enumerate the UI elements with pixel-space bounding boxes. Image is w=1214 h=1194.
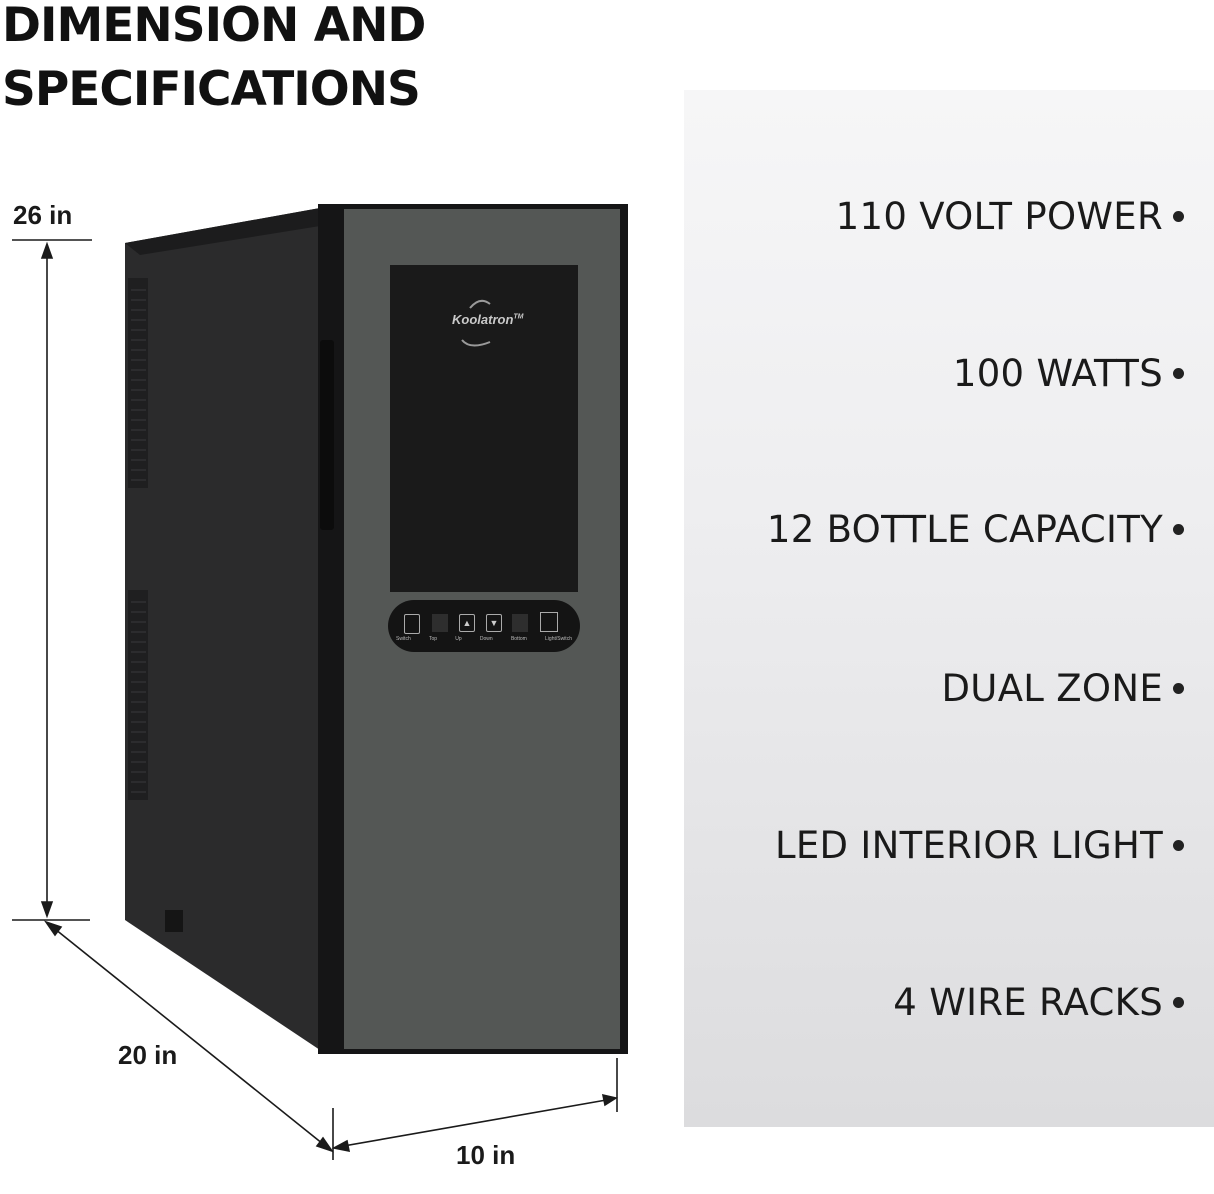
trademark: TM: [513, 313, 524, 321]
control-label: Up: [455, 636, 462, 642]
depth-label: 20 in: [118, 1040, 178, 1070]
spec-zone: DUAL ZONE: [941, 667, 1163, 710]
title-line-1: DIMENSION AND: [2, 0, 426, 53]
control-label: Bottom: [510, 636, 527, 642]
spec-item: 4 WIRE RACKS: [893, 981, 1184, 1024]
bullet-icon: [1173, 840, 1184, 851]
up-arrow-icon[interactable]: ▲: [459, 614, 475, 632]
spec-light: LED INTERIOR LIGHT: [774, 824, 1163, 867]
bullet-icon: [1173, 997, 1184, 1008]
control-label: Switch: [396, 636, 411, 642]
spec-power: 110 VOLT POWER: [835, 195, 1163, 238]
spec-item: 110 VOLT POWER: [836, 195, 1184, 238]
control-label: Down: [479, 636, 493, 642]
page-title: DIMENSION AND SPECIFICATIONS: [2, 0, 426, 122]
bullet-icon: [1173, 211, 1184, 222]
control-label: Light/Switch: [545, 636, 572, 642]
control-labels: Switch Top Up Down Bottom Light/Switch: [396, 636, 572, 642]
power-switch-icon[interactable]: [404, 614, 420, 634]
spec-item: DUAL ZONE: [942, 667, 1184, 710]
control-panel: ▲ ▼ Switch Top Up Down Bottom Light/Swit…: [396, 608, 572, 648]
specifications-panel: 110 VOLT POWER 100 WATTS 12 BOTTLE CAPAC…: [684, 90, 1214, 1127]
spec-capacity: 12 BOTTLE CAPACITY: [766, 508, 1163, 551]
bullet-icon: [1173, 368, 1184, 379]
spec-racks: 4 WIRE RACKS: [893, 981, 1163, 1024]
spec-watts: 100 WATTS: [952, 352, 1163, 395]
light-switch-icon[interactable]: [540, 612, 558, 632]
bullet-icon: [1173, 683, 1184, 694]
height-label: 26 in: [13, 200, 73, 230]
spec-item: LED INTERIOR LIGHT: [775, 824, 1184, 867]
spec-item: 12 BOTTLE CAPACITY: [767, 508, 1184, 551]
title-line-2: SPECIFICATIONS: [2, 62, 421, 117]
brand-logo: KoolatronTM: [452, 312, 524, 327]
bottom-display: [512, 614, 528, 632]
brand-name: Koolatron: [452, 312, 514, 327]
top-display: [432, 614, 448, 632]
width-label: 10 in: [456, 1140, 516, 1170]
control-label: Top: [428, 636, 438, 642]
spec-item: 100 WATTS: [953, 352, 1184, 395]
down-arrow-icon[interactable]: ▼: [486, 614, 502, 632]
bullet-icon: [1173, 524, 1184, 535]
